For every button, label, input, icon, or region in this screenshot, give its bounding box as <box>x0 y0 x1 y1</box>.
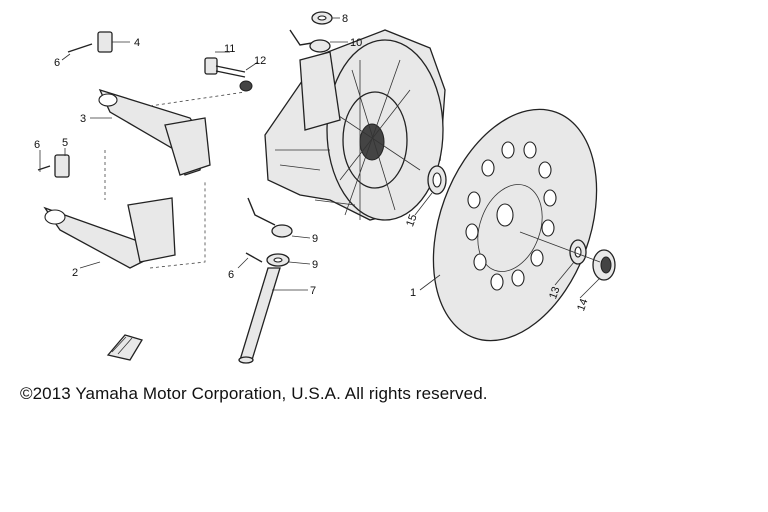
washer-8-top <box>311 11 333 25</box>
disc-holes <box>465 141 557 291</box>
callout-5: 5 <box>62 137 68 149</box>
callout-9: 9 <box>312 259 318 271</box>
callout-15: 15 <box>404 213 419 229</box>
callout-6: 6 <box>54 57 60 69</box>
callout-12: 12 <box>254 55 266 67</box>
callout-8: 8 <box>342 13 348 25</box>
brake-disc-1 <box>432 108 598 342</box>
drive-housing <box>264 29 446 221</box>
nut-12 <box>239 80 253 92</box>
callout-11: 11 <box>224 43 235 55</box>
spring-10 <box>289 29 331 53</box>
spring-9 <box>247 197 293 238</box>
lower-bracket-arm <box>43 197 176 269</box>
bolt-11 <box>204 57 246 78</box>
callout-2: 2 <box>72 267 78 279</box>
upper-bracket-arm <box>98 88 211 176</box>
callout-labels: 4 6 3 5 6 2 11 12 8 10 9 9 6 7 1 15 13 1… <box>34 13 591 313</box>
bearing-14 <box>592 249 616 281</box>
pin-4 <box>67 31 113 53</box>
pin-5 <box>37 154 70 178</box>
leader-lines <box>39 17 601 299</box>
callout-3: 3 <box>80 113 86 125</box>
callout-13: 13 <box>547 285 562 301</box>
callout-9: 9 <box>312 233 318 245</box>
exploded-parts-diagram: 4 6 3 5 6 2 11 12 8 10 9 9 6 7 1 15 13 1… <box>34 11 616 364</box>
washer-15 <box>427 165 447 195</box>
callout-10: 10 <box>350 37 362 49</box>
callout-7: 7 <box>310 285 316 297</box>
cotter-pin-6 <box>245 252 263 263</box>
callout-1: 1 <box>410 287 416 299</box>
front-indicator-icon <box>106 334 143 361</box>
washer-8 <box>266 253 290 267</box>
copyright-notice: ©2013 Yamaha Motor Corporation, U.S.A. A… <box>20 384 488 403</box>
callout-4: 4 <box>134 37 140 49</box>
shaft-7 <box>238 267 281 364</box>
callout-14: 14 <box>575 297 590 313</box>
callout-6: 6 <box>228 269 234 281</box>
callout-6: 6 <box>34 139 40 151</box>
